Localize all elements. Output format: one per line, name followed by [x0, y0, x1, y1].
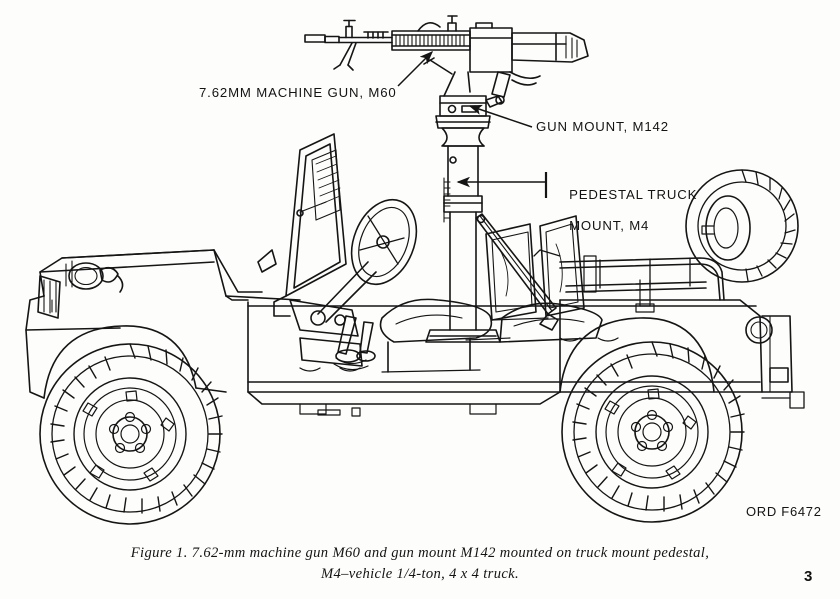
- m60-machine-gun: [304, 15, 589, 98]
- rear-wheel: [561, 341, 745, 523]
- spare-tire: [685, 169, 799, 283]
- callout-pedestal-truck-mount: PEDESTAL TRUCK MOUNT, M4: [551, 171, 697, 249]
- callout-machine-gun: 7.62MM MACHINE GUN, M60: [199, 85, 397, 100]
- jeep-body: [25, 249, 793, 417]
- leader-line-machine-gun: [397, 50, 434, 87]
- callout-pedestal-line-2: MOUNT, M4: [569, 217, 650, 233]
- figure-caption-line-1: Figure 1. 7.62-mm machine gun M60 and gu…: [130, 545, 710, 561]
- shift-levers: [333, 315, 376, 371]
- page-number: 3: [804, 568, 813, 585]
- steering-wheel: [317, 198, 418, 323]
- callout-pedestal-line-1: PEDESTAL TRUCK: [569, 186, 698, 202]
- drawing-number: ORD F6472: [746, 504, 822, 519]
- top-bow-frame: [533, 249, 725, 313]
- leader-line-gun-mount: [468, 104, 533, 128]
- folded-windshield: [257, 133, 347, 317]
- driver-seat: [379, 223, 537, 373]
- front-wheel: [39, 343, 223, 525]
- figure-caption-line-2: M4–vehicle 1/4-ton, 4 x 4 truck.: [320, 566, 520, 582]
- figure-caption: Figure 1. 7.62-mm machine gun M60 and gu…: [0, 543, 840, 585]
- callout-gun-mount: GUN MOUNT, M142: [536, 119, 669, 134]
